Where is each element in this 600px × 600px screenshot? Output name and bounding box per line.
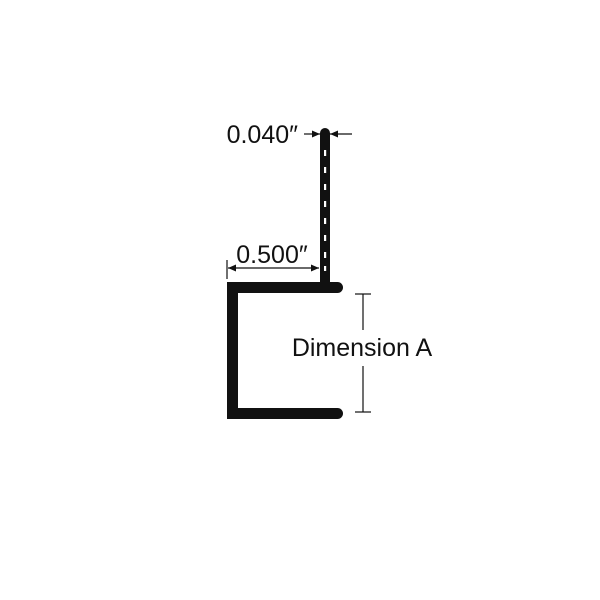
- thickness-label: 0.040″: [227, 121, 299, 149]
- dimension-a: Dimension A: [292, 293, 433, 413]
- dimension-a-label: Dimension A: [292, 334, 433, 362]
- fin-serrations: [324, 150, 327, 271]
- flange-width-dimension: 0.500″: [226, 241, 319, 279]
- vertical-fin: [320, 128, 330, 288]
- top-flange: [227, 282, 343, 293]
- thickness-dimension: 0.040″: [227, 121, 352, 149]
- bottom-return: [227, 408, 343, 419]
- channel-wall: [227, 282, 238, 419]
- flange-width-label: 0.500″: [236, 241, 308, 269]
- trim-profile: [227, 128, 343, 419]
